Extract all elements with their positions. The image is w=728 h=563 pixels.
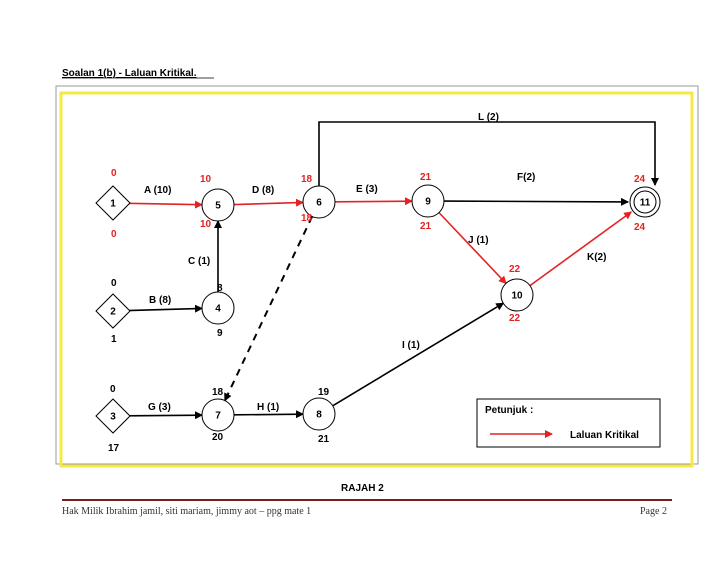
node-earliest-time: 18 — [301, 174, 313, 185]
activity-labels: A (10) D (8) E (3) J (1) K(2) F(2) L (2) B (8) C… — [144, 112, 606, 413]
activity-i-arrow — [332, 302, 505, 407]
node-latest-time: 17 — [108, 443, 120, 454]
activity-label: F(2) — [517, 172, 535, 183]
node-earliest-time: 0 — [110, 384, 116, 395]
node-earliest-time: 10 — [200, 174, 212, 185]
node-11: 11 24 24 — [629, 174, 661, 233]
activity-label: L (2) — [478, 112, 499, 123]
node-id: 8 — [316, 410, 322, 421]
node-id: 3 — [110, 412, 116, 423]
node-latest-time: 1 — [111, 334, 117, 345]
activity-label: A (10) — [144, 185, 171, 196]
node-10: 10 22 22 — [500, 264, 534, 324]
node-earliest-time: 19 — [318, 387, 330, 398]
highlight-frame — [59, 91, 694, 468]
figure-caption: RAJAH 2 — [341, 483, 384, 494]
event-nodes: 1002013017489510106181871820819219212110… — [95, 168, 661, 454]
activity-label: G (3) — [148, 402, 171, 413]
node-latest-time: 21 — [420, 221, 432, 232]
node-earliest-time: 8 — [217, 283, 223, 294]
activity-g-arrow — [127, 411, 204, 420]
footer-right: Page 2 — [640, 506, 667, 517]
activity-k-arrow — [529, 211, 633, 287]
node-id: 10 — [511, 291, 523, 302]
activity-label: I (1) — [402, 340, 420, 351]
legend-critical-label: Laluan Kritikal — [570, 430, 639, 441]
activity-label: D (8) — [252, 185, 274, 196]
node-inner-circle — [633, 190, 657, 214]
node-earliest-time: 0 — [111, 278, 117, 289]
node-4: 4 8 9 — [201, 283, 235, 339]
node-earliest-time: 22 — [509, 264, 521, 275]
activity-l-arrow — [318, 121, 659, 186]
activity-edges — [127, 121, 659, 420]
node-id: 11 — [640, 198, 651, 209]
node-circle — [302, 397, 336, 431]
node-id: 5 — [215, 201, 221, 212]
activity-label: K(2) — [587, 252, 606, 263]
node-latest-time: 0 — [111, 229, 117, 240]
activity-a-arrow — [127, 200, 204, 209]
activity-e-arrow — [334, 197, 414, 206]
node-latest-time: 24 — [634, 222, 646, 233]
legend-box — [476, 398, 661, 448]
outer-frame — [55, 85, 699, 465]
footer-left: Hak Milik Ibrahim jamil, siti mariam, ji… — [62, 506, 311, 517]
node-latest-time: 18 — [301, 213, 313, 224]
activity-label: C (1) — [188, 256, 210, 267]
activity-b-arrow — [127, 304, 204, 313]
node-earliest-time: 18 — [212, 387, 224, 398]
node-earliest-time: 21 — [420, 172, 432, 183]
dummy-activity-arrow — [223, 216, 314, 402]
activity-j-arrow — [438, 212, 507, 285]
node-id: 9 — [425, 197, 431, 208]
activity-f-arrow — [443, 197, 630, 206]
node-circle — [411, 184, 445, 218]
activity-h-arrow — [233, 410, 305, 419]
node-circle — [500, 278, 534, 312]
activity-d-arrow — [233, 198, 305, 207]
legend: Petunjuk : Laluan Kritikal — [476, 398, 661, 448]
node-id: 1 — [110, 199, 116, 210]
node-circle — [201, 291, 235, 325]
node-earliest-time: 24 — [634, 174, 646, 185]
node-9: 9 21 21 — [411, 172, 445, 232]
activity-label: H (1) — [257, 402, 279, 413]
activity-label: B (8) — [149, 295, 171, 306]
node-8: 8 19 21 — [302, 387, 336, 445]
node-3: 3 0 17 — [95, 384, 131, 454]
node-earliest-time: 0 — [111, 168, 117, 179]
node-diamond — [95, 293, 131, 329]
node-id: 6 — [316, 198, 322, 209]
node-latest-time: 22 — [509, 313, 521, 324]
node-circle — [201, 188, 235, 222]
node-7: 7 18 20 — [201, 387, 235, 443]
node-id: 4 — [215, 304, 221, 315]
node-diamond — [95, 398, 131, 434]
legend-title: Petunjuk : — [485, 405, 533, 416]
node-circle — [201, 398, 235, 432]
node-circle — [302, 185, 336, 219]
node-latest-time: 20 — [212, 432, 224, 443]
node-latest-time: 9 — [217, 328, 223, 339]
activity-label: E (3) — [356, 184, 378, 195]
node-id: 7 — [215, 411, 221, 422]
node-latest-time: 21 — [318, 434, 330, 445]
node-latest-time: 10 — [200, 219, 212, 230]
node-id: 2 — [110, 307, 116, 318]
node-1: 1 0 0 — [95, 168, 131, 240]
node-2: 2 0 1 — [95, 278, 131, 345]
activity-label: J (1) — [468, 235, 489, 246]
page-title: Soalan 1(b) - Laluan Kritikal. — [62, 68, 197, 79]
node-diamond — [95, 185, 131, 221]
